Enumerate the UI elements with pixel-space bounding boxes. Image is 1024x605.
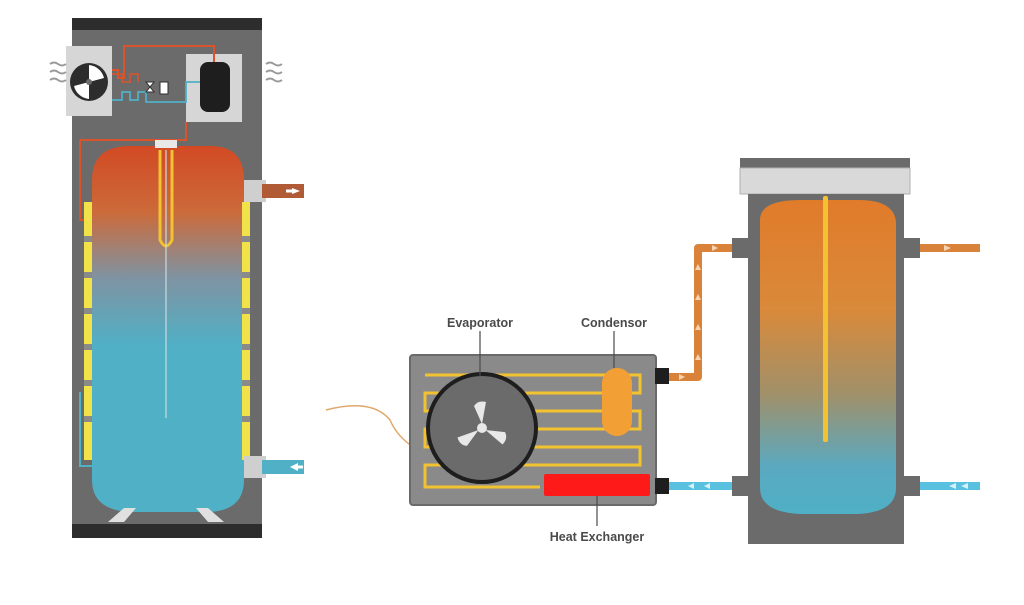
heat-exchanger-port-bottom: [655, 478, 669, 494]
unit-top-cap: [72, 18, 262, 30]
heat-exchanger-label: Heat Exchanger: [550, 530, 645, 544]
hot-outlet-arrow-icon: [286, 188, 300, 194]
wrap-around-condenser-coil-right: [242, 202, 250, 460]
cylinder-lid: [740, 158, 910, 168]
heat-wave-icon: [265, 61, 283, 83]
cold-water-inlet: [244, 456, 304, 478]
evaporator-label: Evaporator: [447, 316, 513, 330]
condensor: [602, 368, 632, 436]
hot-water-outlet: [244, 180, 304, 202]
split-heat-pump-unit: Evaporator Condensor Heat Exchanger: [325, 316, 669, 544]
refrigerant-line-cold: [112, 81, 200, 103]
refrigerant-coil: [112, 73, 139, 83]
element-cap: [155, 140, 177, 148]
integrated-heat-pump-water-heater: [49, 18, 304, 538]
hot-flow-pipe: [669, 244, 733, 381]
cold-water-feed-line: [79, 392, 92, 467]
cold-inlet-arrow-icon: [949, 483, 956, 489]
wrap-around-condenser-coil-left: [84, 202, 92, 460]
return-outlet-fitting: [732, 476, 748, 496]
heat-pump-module: [49, 40, 283, 221]
tank-feet: [108, 508, 224, 522]
immersion-heater-rod: [823, 196, 828, 442]
refrigerant-line-hot: [112, 45, 215, 79]
unit-base: [72, 524, 262, 538]
cold-water-inlet: [920, 482, 980, 490]
hot-water-cylinder: [732, 158, 980, 544]
cold-inlet-arrow-icon: [290, 463, 303, 471]
condensor-label: Condensor: [581, 316, 647, 330]
compressor-icon: [200, 62, 230, 112]
hot-water-outlet: [920, 244, 980, 252]
storage-tank: [92, 146, 244, 512]
cylinder-lid-insulation: [739, 167, 911, 195]
cold-inlet-fitting: [904, 476, 920, 496]
flow-inlet-fitting: [732, 238, 748, 258]
cold-return-pipe: [669, 482, 733, 490]
heat-wave-icon: [49, 61, 67, 83]
hot-outlet-arrow-icon: [944, 245, 951, 251]
fan-icon: [70, 63, 108, 101]
heat-exchanger-port-top: [655, 368, 669, 384]
expansion-valve-icon: [144, 81, 169, 95]
heat-exchanger: [544, 474, 650, 496]
hot-outlet-fitting: [904, 238, 920, 258]
fan-icon: [457, 401, 507, 446]
